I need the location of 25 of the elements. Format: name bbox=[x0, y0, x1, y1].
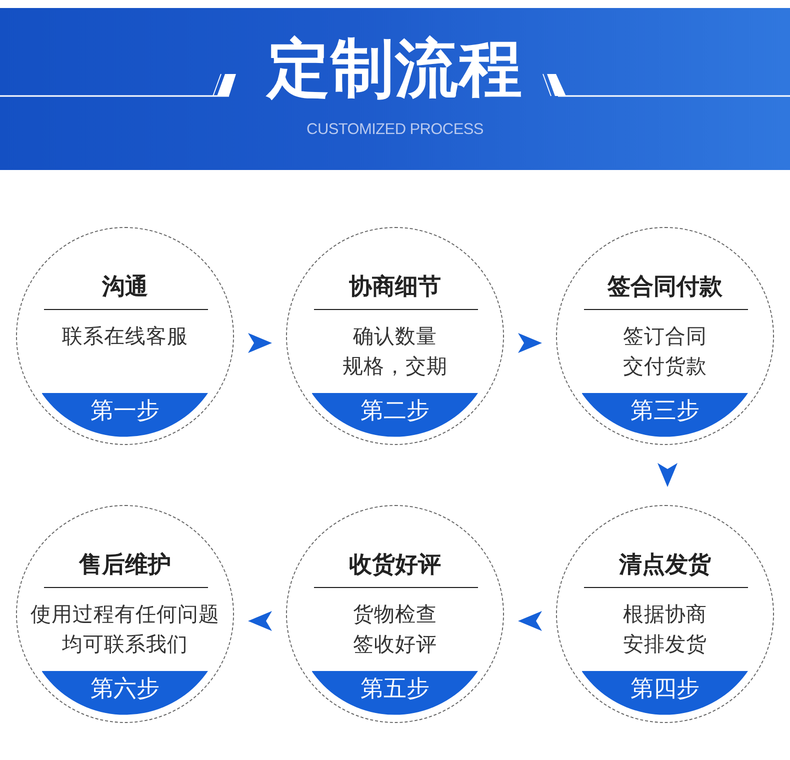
step-banner: 第五步 bbox=[312, 670, 478, 715]
step-title: 协商细节 bbox=[349, 274, 441, 300]
arrow bbox=[518, 611, 542, 631]
step-title: 售后维护 bbox=[79, 552, 171, 578]
step-description: 签订合同交付货款 bbox=[623, 322, 707, 380]
arrow bbox=[518, 333, 542, 353]
step-banner: 第三步 bbox=[582, 392, 748, 437]
step-banner: 第四步 bbox=[582, 670, 748, 715]
step-banner: 第一步 bbox=[42, 392, 208, 437]
step-title: 沟通 bbox=[102, 274, 148, 300]
step-title: 签合同付款 bbox=[608, 274, 722, 300]
step-title: 清点发货 bbox=[619, 552, 711, 578]
step-description: 确认数量规格，交期 bbox=[342, 322, 448, 380]
step-description: 货物检查签收好评 bbox=[353, 600, 437, 658]
subtitle: CUSTOMIZED PROCESS bbox=[306, 122, 484, 138]
arrow bbox=[248, 333, 272, 353]
title: 定制流程 bbox=[267, 37, 523, 101]
arrow bbox=[658, 463, 678, 487]
step-description: 联系在线客服 bbox=[62, 322, 188, 350]
step-banner: 第二步 bbox=[312, 392, 478, 437]
step-description: 使用过程有任何问题均可联系我们 bbox=[30, 600, 220, 658]
arrow bbox=[248, 611, 272, 631]
step-banner: 第六步 bbox=[42, 670, 208, 715]
step-description: 根据协商安排发货 bbox=[623, 600, 707, 658]
step-title: 收货好评 bbox=[349, 552, 441, 578]
